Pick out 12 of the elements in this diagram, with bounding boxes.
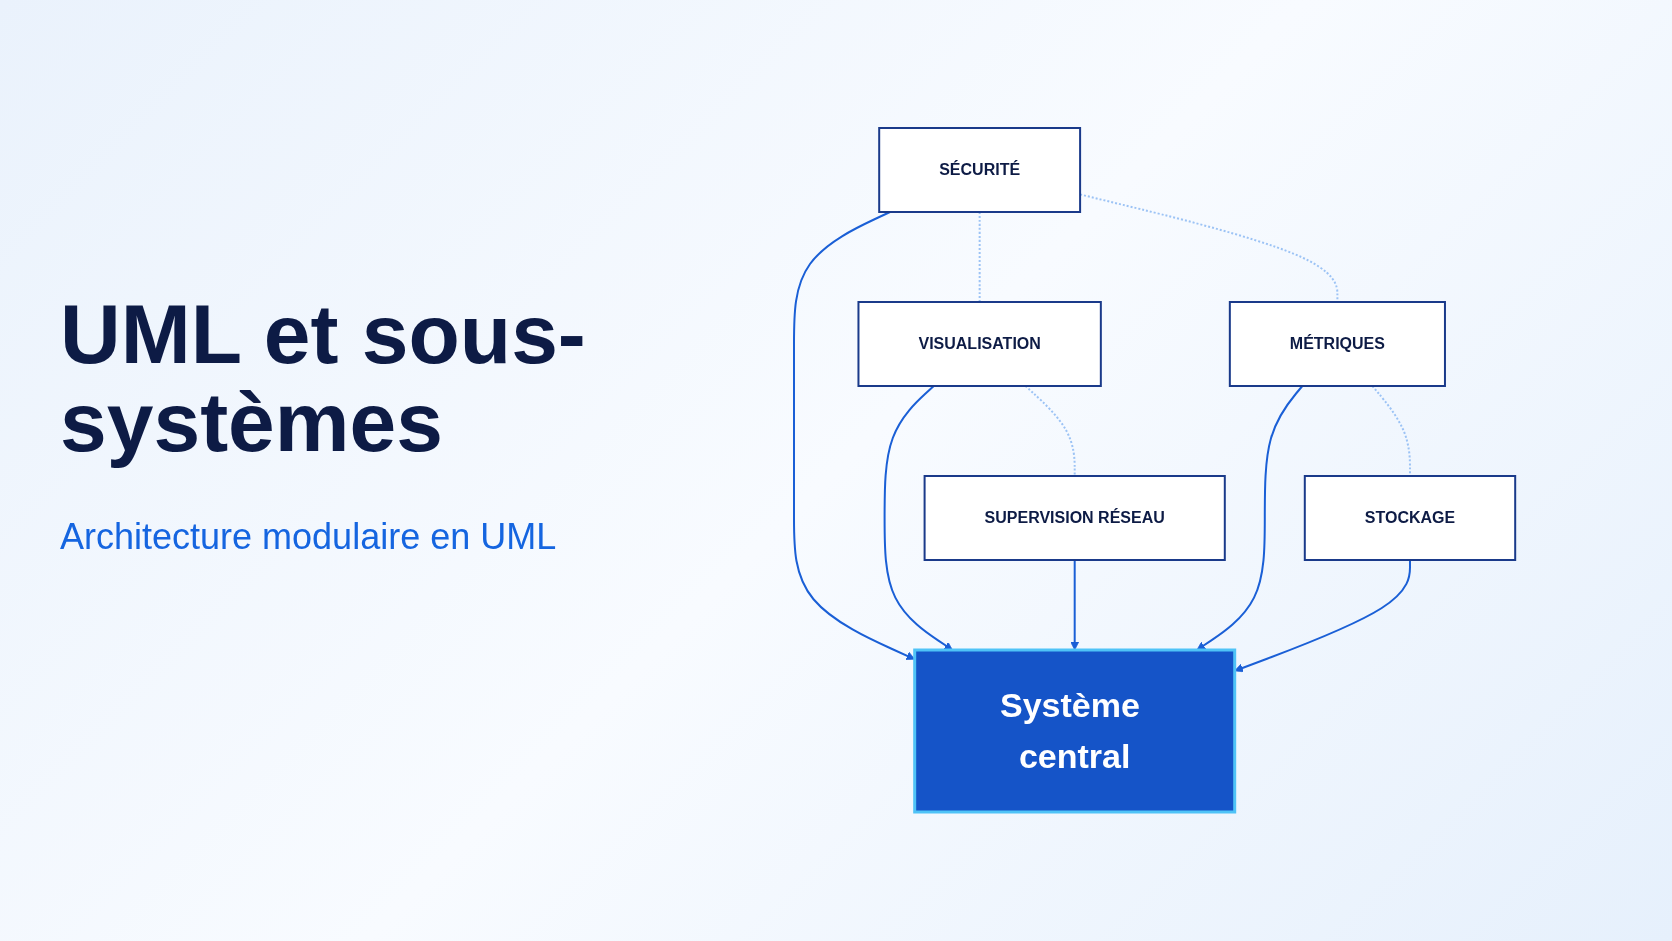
node-box: Système central [913,648,1237,814]
subtitle: Architecture modulaire en UML [60,516,558,559]
node-box: STOCKAGE [1304,475,1517,561]
arrow [1196,385,1304,651]
node-box: VISUALISATION [857,301,1103,387]
title: UML et sous-systèmes [60,290,587,467]
node-box: SUPERVISION RÉSEAU [924,475,1227,561]
arrow [1070,559,1080,651]
arrow [884,385,954,651]
node-box: SÉCURITÉ [878,127,1082,213]
node-box: MÉTRIQUES [1229,301,1447,387]
arrow [793,211,916,660]
